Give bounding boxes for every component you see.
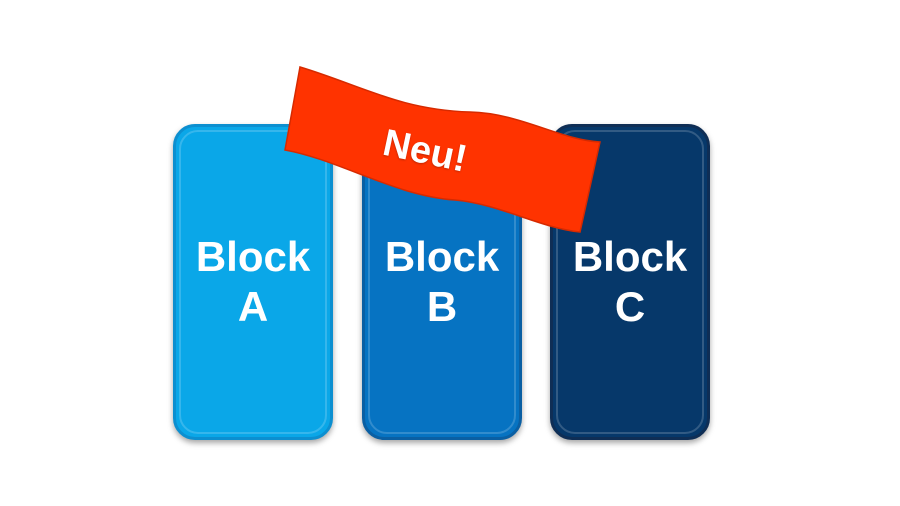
block-b-letter: B bbox=[426, 283, 458, 330]
block-c-title: Block bbox=[572, 233, 688, 280]
block-c-letter: C bbox=[614, 283, 646, 330]
block-a-title: Block bbox=[195, 233, 311, 280]
block-b-title: Block bbox=[384, 233, 500, 280]
block-a-letter: A bbox=[237, 283, 269, 330]
block-c: Block C bbox=[550, 124, 710, 440]
block-a: Block A bbox=[173, 124, 333, 440]
